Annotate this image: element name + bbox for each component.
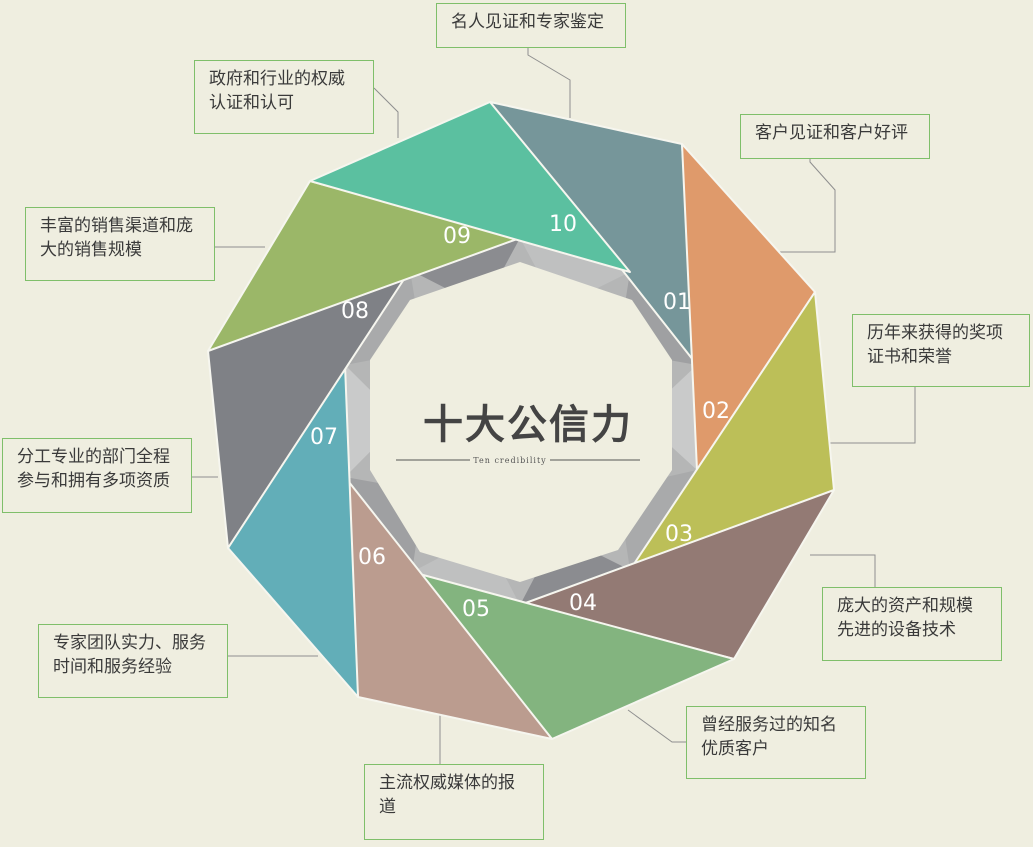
segment-number-10: 10 xyxy=(549,212,577,237)
label-box-09: 丰富的销售渠道和庞 大的销售规模 xyxy=(25,207,215,281)
label-line: 曾经服务过的知名 xyxy=(701,715,837,735)
center-title: 十大公信力 xyxy=(423,402,633,448)
label-line: 客户见证和客户好评 xyxy=(755,123,908,143)
label-line: 庞大的资产和规模 xyxy=(837,596,973,616)
leader-line-05 xyxy=(627,709,686,743)
label-box-04: 庞大的资产和规模 先进的设备技术 xyxy=(822,587,1002,661)
segment-numbers: 01 02 03 04 05 06 07 08 09 10 xyxy=(310,212,730,622)
label-box-02: 客户见证和客户好评 xyxy=(740,114,930,159)
label-line: 政府和行业的权威 xyxy=(209,69,345,89)
label-line: 分工专业的部门全程 xyxy=(17,447,170,467)
label-box-06: 主流权威媒体的报 道 xyxy=(364,764,544,840)
inner-facet xyxy=(520,533,630,605)
inner-facet xyxy=(520,238,630,308)
leader-line-03 xyxy=(830,387,916,444)
leader-line-01 xyxy=(527,48,571,118)
segment-number-07: 07 xyxy=(310,425,338,450)
label-line: 参与和拥有多项资质 xyxy=(17,471,170,491)
label-box-01: 名人见证和专家鉴定 xyxy=(436,3,626,48)
label-line: 主流权威媒体的报 xyxy=(379,773,515,793)
segment-number-09: 09 xyxy=(443,224,471,249)
inner-shading xyxy=(345,238,697,605)
center-subtitle: Ten credibility xyxy=(473,456,546,465)
segment-number-04: 04 xyxy=(569,591,597,616)
label-line: 认证和认可 xyxy=(209,93,294,113)
label-line: 证书和荣誉 xyxy=(867,347,952,367)
segment-number-02: 02 xyxy=(702,399,730,424)
label-box-05: 曾经服务过的知名 优质客户 xyxy=(686,706,866,779)
leader-line-04 xyxy=(810,554,876,587)
segment-number-03: 03 xyxy=(665,522,693,547)
segment-10 xyxy=(309,101,631,273)
leader-line-10 xyxy=(373,87,399,138)
label-line: 先进的设备技术 xyxy=(837,620,956,640)
segment-number-08: 08 xyxy=(341,299,369,324)
label-line: 名人见证和专家鉴定 xyxy=(451,12,604,32)
segment-number-06: 06 xyxy=(358,545,386,570)
wheel-segments xyxy=(207,101,835,740)
label-line: 丰富的销售渠道和庞 xyxy=(40,216,193,236)
label-box-03: 历年来获得的奖项 证书和荣誉 xyxy=(852,314,1030,387)
segment-number-01: 01 xyxy=(663,290,691,315)
label-line: 优质客户 xyxy=(701,739,769,759)
inner-facet xyxy=(410,238,520,308)
label-line: 专家团队实力、服务 xyxy=(53,633,206,653)
label-box-10: 政府和行业的权威 认证和认可 xyxy=(194,60,374,134)
label-line: 道 xyxy=(379,797,396,817)
label-line: 历年来获得的奖项 xyxy=(867,323,1003,343)
segment-number-05: 05 xyxy=(462,597,490,622)
label-line: 时间和服务经验 xyxy=(53,657,172,677)
center-disc xyxy=(370,262,672,582)
label-box-07: 专家团队实力、服务 时间和服务经验 xyxy=(38,624,228,698)
label-line: 大的销售规模 xyxy=(40,240,142,260)
leader-line-02 xyxy=(778,159,836,253)
leader-lines xyxy=(192,48,916,764)
inner-facet xyxy=(412,534,520,605)
label-box-08: 分工专业的部门全程 参与和拥有多项资质 xyxy=(2,438,192,513)
